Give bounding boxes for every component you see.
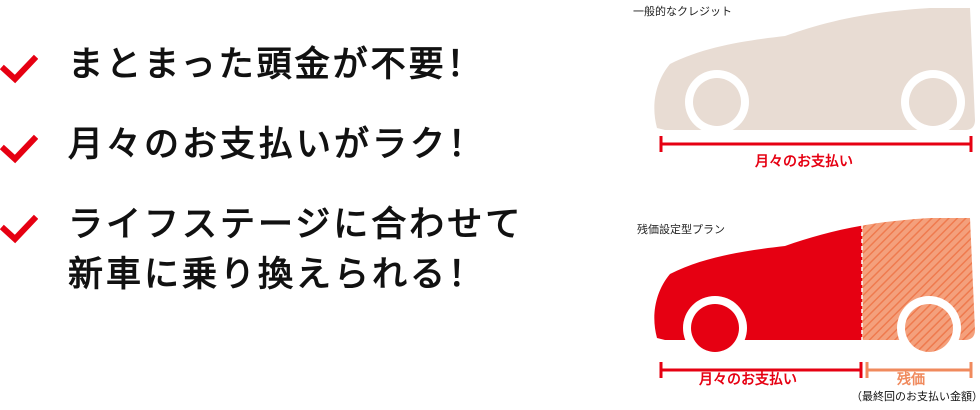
standard-credit-title: 一般的なクレジット xyxy=(633,5,732,18)
benefit-text: まとまった頭金が不要！ xyxy=(68,40,485,90)
payment-comparison-diagram: 一般的なクレジット 月々のお支払い 残価設定型プラン xyxy=(625,0,980,405)
checkmark-icon xyxy=(0,134,38,164)
residual-bracket xyxy=(865,362,973,378)
payment-bracket xyxy=(659,136,973,152)
standard-car-illustration xyxy=(654,8,975,152)
benefit-line: 月々のお支払いがラク！ xyxy=(68,125,487,165)
checkmark-icon xyxy=(0,214,38,244)
benefit-line: まとまった頭金が不要！ xyxy=(68,45,485,85)
residual-note: （最終回のお支払い金額） xyxy=(851,390,980,403)
benefit-text: ライフステージに合わせて 新車に乗り換えられる！ xyxy=(68,200,523,300)
benefit-line: ライフステージに合わせて xyxy=(68,205,524,245)
residual-plan-title: 残価設定型プラン xyxy=(637,223,725,236)
benefit-text: 月々のお支払いがラク！ xyxy=(68,120,486,170)
benefit-line: 新車に乗り換えられる！ xyxy=(68,255,487,295)
payment-bracket xyxy=(659,362,863,378)
residual-car-illustration xyxy=(654,218,975,378)
residual-value-label: 残価 xyxy=(897,372,925,388)
residual-payment-label: 月々のお支払い xyxy=(699,372,797,388)
checkmark-icon xyxy=(0,54,38,84)
standard-payment-label: 月々のお支払い xyxy=(755,154,853,170)
